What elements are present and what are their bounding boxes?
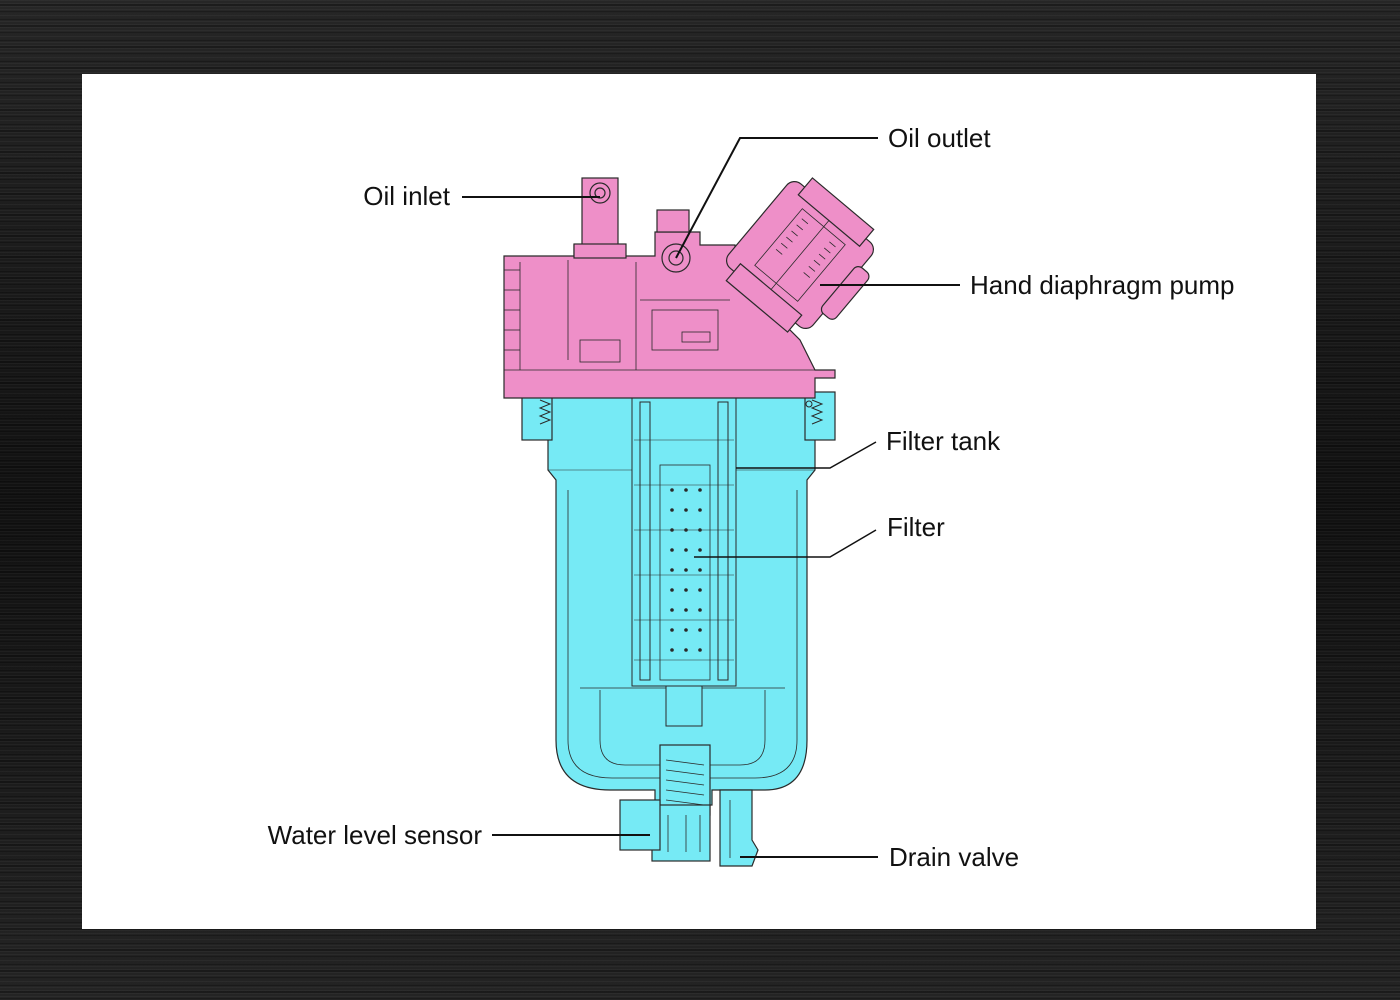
label-oil-inlet: Oil inlet <box>363 181 450 211</box>
leader-lines <box>462 137 960 858</box>
label-water-level-sensor: Water level sensor <box>267 820 482 850</box>
filter-head-block <box>503 177 836 399</box>
lug-springs <box>538 399 824 425</box>
label-drain-valve: Drain valve <box>889 842 1020 872</box>
label-filter: Filter <box>887 512 945 542</box>
label-filter-tank: Filter tank <box>886 426 1001 456</box>
label-oil-outlet: Oil outlet <box>888 123 991 153</box>
leader-oil-outlet <box>675 137 878 259</box>
leader-filter-tank <box>736 441 877 469</box>
leader-filter <box>694 529 877 558</box>
hand-diaphragm-pump <box>725 177 875 333</box>
drain-valve <box>719 789 759 867</box>
water-level-sensor <box>619 744 711 862</box>
filter-element <box>631 395 737 727</box>
label-hand-diaphragm-pump: Hand diaphragm pump <box>970 270 1235 300</box>
